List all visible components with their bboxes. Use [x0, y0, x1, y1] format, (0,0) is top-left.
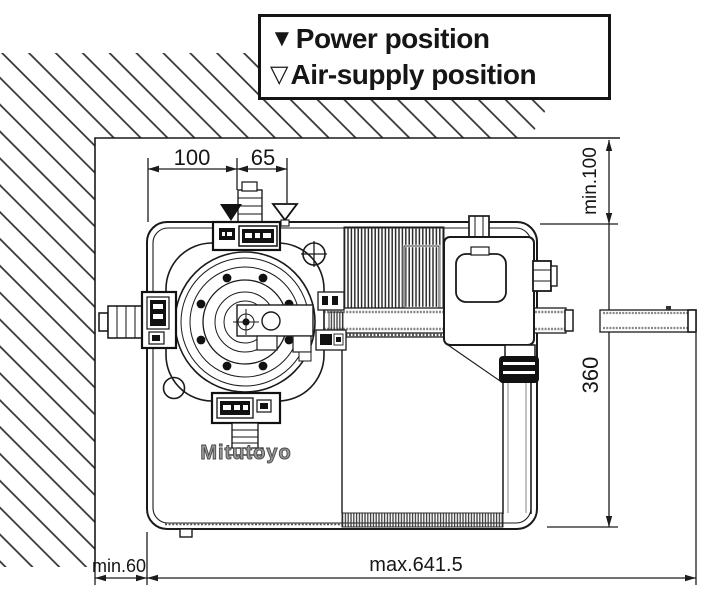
side-bracket [532, 260, 552, 292]
dim-label-max-width: max.641.5 [369, 554, 463, 576]
legend-power-row: ▼ Power position [270, 25, 608, 53]
legend-box: ▼ Power position ▽ Air-supply position [258, 14, 611, 100]
cutout-hatch-strip [341, 512, 504, 528]
guide-rail [343, 226, 445, 312]
dim-label-depth: 360 [578, 356, 603, 394]
position-markers [220, 203, 299, 227]
air-supply-position-marker-icon [271, 203, 299, 222]
extended-arm-end-cap [687, 309, 697, 333]
carriage-unit [443, 215, 558, 514]
top-clamp-unit [211, 181, 282, 252]
motor-cap [455, 253, 507, 303]
base-marks [162, 241, 327, 400]
legend-power-label: Power position [295, 23, 490, 54]
brand-logo: Mitutoyo [200, 442, 292, 465]
open-triangle-down-icon: ▽ [270, 61, 289, 88]
bottom-clamp-unit [210, 391, 282, 456]
dim-label-clearance-top: min.100 [580, 147, 601, 215]
legend-air-label: Air-supply position [290, 59, 537, 90]
table-right-clamps [315, 291, 347, 351]
left-clamp-unit [98, 290, 178, 350]
base-hole [162, 376, 186, 400]
column-collar [499, 356, 539, 383]
dim-label-top-left: 100 [173, 145, 211, 170]
dim-label-top-right: 65 [250, 145, 276, 170]
dim-label-clearance-left: min.60 [91, 556, 147, 576]
dimension-arrows [95, 140, 696, 582]
power-position-marker-icon [220, 204, 242, 221]
filled-triangle-down-icon: ▼ [270, 25, 294, 52]
arm-extended-position [599, 306, 697, 333]
dimension-lines [94, 140, 697, 585]
base-foot-tab [179, 528, 193, 538]
centering-attachment [233, 304, 314, 362]
base-cutout [341, 333, 530, 528]
arm-end-cap [564, 309, 574, 332]
legend-air-row: ▽ Air-supply position [270, 61, 608, 89]
